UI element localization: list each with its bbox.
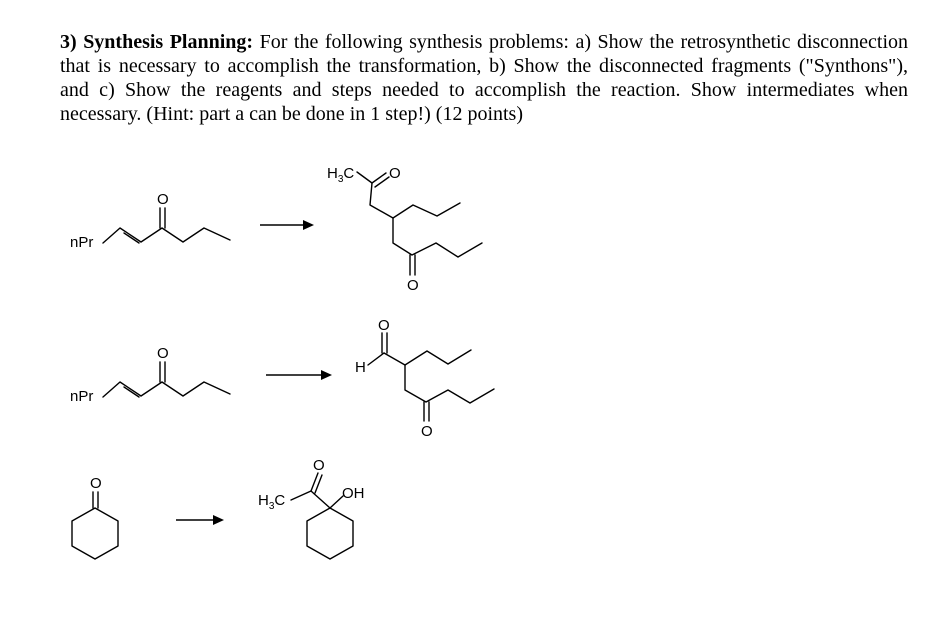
oxygen-bottom-label: O [407, 277, 419, 294]
reaction-3-product: H3C O OH [258, 457, 365, 560]
carbon-chain [102, 227, 231, 244]
oxygen-bottom-label: O [421, 423, 433, 440]
acyl-to-ring-bond [310, 490, 331, 509]
aldehyde-h-label: H [355, 359, 366, 376]
alkene-double-bond [123, 232, 140, 244]
oxygen-label: O [157, 191, 169, 208]
question-text: 3) Synthesis Planning: For the following… [60, 30, 908, 126]
upper-chain [369, 182, 461, 219]
methyl-bond [356, 171, 373, 184]
carbon-chain [102, 381, 231, 398]
reaction-3-arrow [176, 515, 224, 525]
reaction-2-product: H O O [355, 317, 495, 440]
question-heading: Synthesis Planning: [83, 31, 254, 53]
reaction-1-starting-material: nPr O [70, 191, 231, 251]
oxygen-label: O [157, 345, 169, 362]
reaction-2-arrow [266, 370, 332, 380]
methyl-bond [290, 490, 312, 501]
oxygen-top-label: O [378, 317, 390, 334]
reaction-2-starting-material: nPr O [70, 345, 231, 405]
upper-chain [383, 349, 472, 366]
carbonyl-bond-second [314, 474, 323, 494]
lower-chain [392, 217, 483, 258]
carbonyl-bond [310, 472, 319, 492]
nPr-label: nPr [70, 388, 93, 405]
nPr-label: nPr [70, 234, 93, 251]
oxygen-label: O [90, 475, 102, 492]
carbonyl-bond-second [374, 176, 390, 188]
oxygen-top-label: O [313, 457, 325, 474]
question-body: For the following synthesis problems: a)… [60, 31, 909, 125]
lower-chain [404, 364, 495, 404]
reaction-3-starting-material: O [71, 475, 119, 560]
carbonyl-bond [371, 172, 387, 184]
reaction-1-arrow [260, 220, 314, 230]
aldehyde-h-bond [367, 352, 385, 366]
reaction-1-product: H3C O O [327, 165, 483, 294]
cyclohexane-ring [306, 507, 354, 560]
methyl-label: H3C [258, 492, 285, 512]
methyl-label: H3C [327, 165, 354, 185]
cyclohexane-ring [71, 507, 119, 560]
hydroxyl-bond [329, 495, 344, 509]
alkene-double-bond [123, 386, 140, 398]
question-number: 3) [60, 31, 77, 53]
hydroxyl-label: OH [342, 485, 365, 502]
oxygen-top-label: O [389, 165, 401, 182]
